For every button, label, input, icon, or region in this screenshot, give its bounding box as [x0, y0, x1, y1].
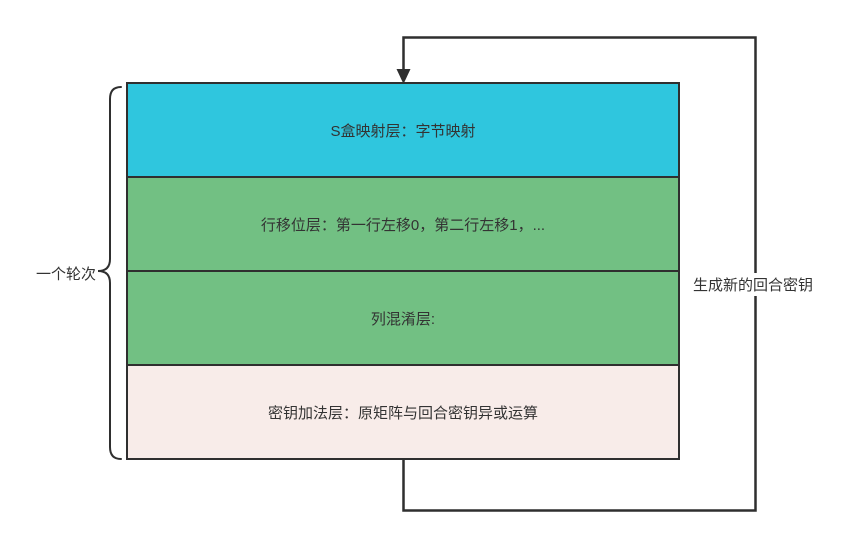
layer-add-round-key: 密钥加法层：原矩阵与回合密钥异或运算	[128, 364, 678, 458]
layer-mix-columns-label: 列混淆层:	[370, 310, 436, 328]
round-brace	[97, 86, 122, 460]
layer-sbox-label: S盒映射层：字节映射	[330, 122, 476, 140]
layer-add-round-key-label: 密钥加法层：原矩阵与回合密钥异或运算	[267, 404, 538, 422]
arrow-down-icon	[396, 69, 411, 84]
layer-mix-columns: 列混淆层:	[128, 270, 678, 364]
feedback-label: 生成新的回合密钥	[690, 273, 817, 296]
layer-shift-rows: 行移位层：第一行左移0，第二行左移1，...	[128, 176, 678, 270]
round-layers-box: S盒映射层：字节映射 行移位层：第一行左移0，第二行左移1，... 列混淆层: …	[126, 82, 680, 460]
layer-sbox-mapping: S盒映射层：字节映射	[128, 84, 678, 176]
round-label: 一个轮次	[35, 266, 96, 283]
layer-shift-rows-label: 行移位层：第一行左移0，第二行左移1，...	[260, 216, 546, 234]
